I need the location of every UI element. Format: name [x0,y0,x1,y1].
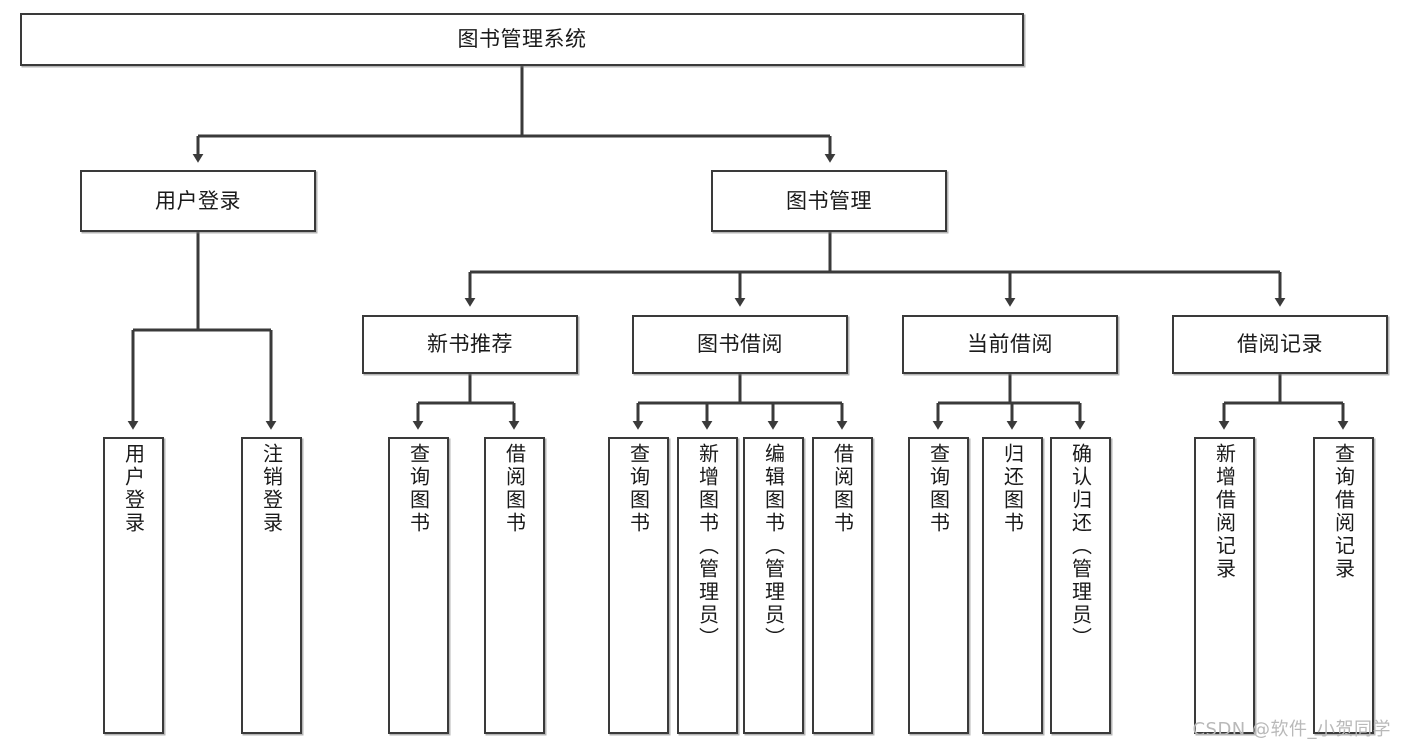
node-current-borrow[interactable]: 当前借阅 [902,315,1118,374]
leaf-borrow-query-book[interactable]: 查询图书 [608,437,669,734]
node-label: 注销登录 [259,443,284,535]
leaf-user-login-login[interactable]: 用户登录 [103,437,164,734]
leaf-record-add-record[interactable]: 新增借阅记录 [1194,437,1255,734]
node-label: 新增借阅记录 [1212,443,1237,581]
node-label: 用户登录 [121,443,146,535]
node-label: 查询借阅记录 [1331,443,1356,581]
node-user-login[interactable]: 用户登录 [80,170,316,232]
leaf-record-query-record[interactable]: 查询借阅记录 [1313,437,1374,734]
node-label: 当前借阅 [967,332,1053,357]
node-root-system[interactable]: 图书管理系统 [20,13,1024,66]
leaf-borrow-add-book-admin[interactable]: 新增图书（管理员） [677,437,738,734]
node-label: 确认归还（管理员） [1068,443,1093,650]
leaf-recommend-query-book[interactable]: 查询图书 [388,437,449,734]
node-label: 图书管理 [786,188,872,213]
csdn-watermark: CSDN @软件_小贺同学 [1192,719,1391,740]
node-label: 借阅图书 [502,443,527,535]
node-label: 借阅图书 [830,443,855,535]
node-label: 查询图书 [626,443,651,535]
node-label: 图书管理系统 [457,27,587,52]
node-label: 归还图书 [1000,443,1025,535]
leaf-current-return-book[interactable]: 归还图书 [982,437,1043,734]
leaf-recommend-borrow-book[interactable]: 借阅图书 [484,437,545,734]
node-label: 编辑图书（管理员） [761,443,786,650]
node-label: 新书推荐 [427,332,513,357]
node-label: 用户登录 [155,188,241,213]
node-book-borrow[interactable]: 图书借阅 [632,315,848,374]
node-book-management[interactable]: 图书管理 [711,170,947,232]
node-label: 新增图书（管理员） [695,443,720,650]
node-label: 图书借阅 [697,332,783,357]
node-new-book-recommend[interactable]: 新书推荐 [362,315,578,374]
node-label: 查询图书 [406,443,431,535]
leaf-user-login-logout[interactable]: 注销登录 [241,437,302,734]
leaf-borrow-edit-book-admin[interactable]: 编辑图书（管理员） [743,437,804,734]
leaf-current-confirm-return-admin[interactable]: 确认归还（管理员） [1050,437,1111,734]
node-label: 借阅记录 [1237,332,1323,357]
leaf-current-query-book[interactable]: 查询图书 [908,437,969,734]
leaf-borrow-borrow-book[interactable]: 借阅图书 [812,437,873,734]
node-borrow-record[interactable]: 借阅记录 [1172,315,1388,374]
node-label: 查询图书 [926,443,951,535]
